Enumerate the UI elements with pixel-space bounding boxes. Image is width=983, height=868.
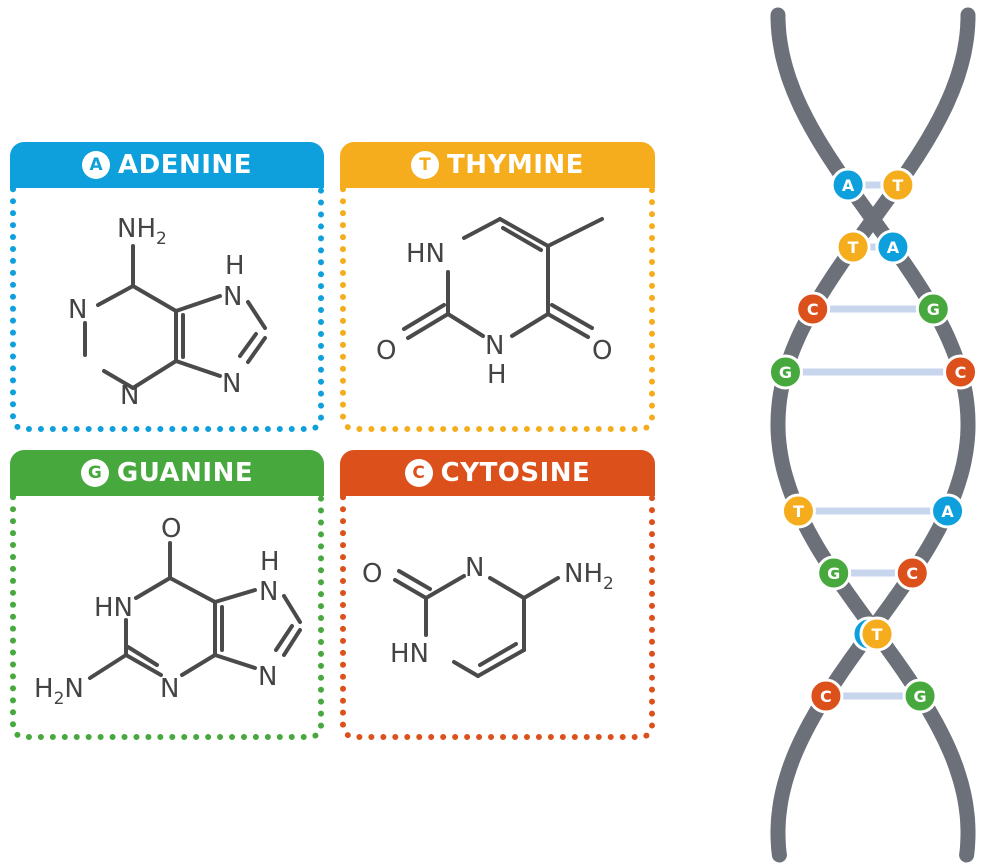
base-nodes: ATTACGGCTAGCATCG [767, 167, 979, 714]
base-node-letter: T [892, 176, 903, 195]
adenine-n-right-label: N [223, 282, 242, 312]
thymine-card: T THYMINE HN O N H O [340, 142, 655, 432]
base-node-letter: G [927, 300, 940, 319]
base-node: G [915, 291, 951, 327]
dna-strand-right [770, 7, 976, 863]
cytosine-structure: O N NH2 HN [362, 553, 614, 678]
base-node: G [767, 354, 803, 390]
base-node-circle [795, 291, 831, 327]
adenine-title: ADENINE [118, 150, 252, 180]
base-node-circle [915, 291, 951, 327]
thymine-hn-label: HN [406, 239, 445, 269]
base-node-letter: T [848, 238, 859, 257]
base-node-circle [902, 678, 938, 714]
base-node-circle [859, 616, 895, 652]
thymine-h-bottom-label: H [487, 360, 507, 390]
adenine-h-label: H [225, 251, 245, 281]
base-node: T [780, 493, 816, 529]
base-node: C [894, 555, 930, 591]
dna-strand-left [770, 7, 976, 863]
adenine-n-bottom-label: N [120, 381, 139, 411]
thymine-n-bottom-label: N [485, 331, 504, 361]
base-node-letter: T [793, 502, 804, 521]
base-node-circle [808, 678, 844, 714]
base-node-letter: G [779, 363, 792, 382]
thymine-header: T THYMINE [340, 142, 655, 188]
cytosine-o-label: O [362, 559, 382, 589]
base-node: A [930, 493, 966, 529]
cytosine-nh2-label: NH2 [564, 559, 614, 594]
base-node: C [795, 291, 831, 327]
base-node-circle [767, 354, 803, 390]
base-node: T [859, 616, 895, 652]
adenine-letter-badge: A [82, 151, 111, 179]
thymine-dotted-frame [340, 188, 655, 432]
base-node-circle [880, 167, 916, 203]
thymine-o-right-label: O [592, 336, 612, 366]
guanine-hn-label: HN [94, 593, 133, 623]
guanine-header: G GUANINE [10, 450, 324, 496]
base-node-letter: G [827, 564, 840, 583]
adenine-nh2-label: NH2 [117, 214, 167, 249]
base-node-circle [930, 493, 966, 529]
base-node: G [816, 555, 852, 591]
base-node-letter: A [887, 238, 900, 257]
base-node: T [880, 167, 916, 203]
base-node: G [902, 678, 938, 714]
adenine-header: A ADENINE [10, 142, 324, 188]
base-node-letter: T [872, 625, 883, 644]
guanine-title: GUANINE [116, 458, 254, 488]
base-node: C [943, 354, 979, 390]
base-node-letter: C [807, 300, 819, 319]
base-node: T [835, 229, 871, 265]
base-node-letter: C [955, 363, 967, 382]
cytosine-title: CYTOSINE [440, 458, 591, 488]
adenine-card: A ADENINE NH2 H N N N N [10, 142, 324, 432]
thymine-title: THYMINE [447, 150, 584, 180]
cytosine-dotted-frame [340, 496, 655, 740]
guanine-letter-badge: G [80, 459, 109, 487]
base-node-letter: A [941, 502, 954, 521]
guanine-o-top-label: O [161, 514, 181, 544]
base-node-circle [830, 167, 866, 203]
adenine-dotted-frame [10, 188, 324, 432]
cytosine-hn-label: HN [390, 639, 429, 669]
guanine-h2n-label: H2N [34, 674, 84, 709]
adenine-n-left-label: N [68, 295, 87, 325]
guanine-card: G GUANINE O H N HN H2N N N [10, 450, 324, 740]
guanine-n-bottom-label: N [160, 674, 179, 704]
base-node-circle [943, 354, 979, 390]
thymine-o-left-label: O [376, 336, 396, 366]
base-node-circle [816, 555, 852, 591]
guanine-dotted-frame [10, 496, 324, 740]
guanine-h-label: H [260, 547, 280, 577]
cytosine-card: C CYTOSINE O N NH2 HN [340, 450, 655, 740]
base-node-circle [894, 555, 930, 591]
adenine-n-bottom-right-label: N [222, 369, 241, 399]
base-node-circle [875, 229, 911, 265]
base-node-letter: A [842, 176, 855, 195]
thymine-letter-badge: T [411, 151, 440, 179]
base-node-letter: C [906, 564, 918, 583]
base-node-circle [780, 493, 816, 529]
base-node-circle [835, 229, 871, 265]
cytosine-header: C CYTOSINE [340, 450, 655, 496]
guanine-structure: O H N HN H2N N N [34, 514, 302, 709]
base-node-letter: C [820, 687, 832, 706]
guanine-n-bottom-right-label: N [258, 662, 277, 692]
base-node: C [808, 678, 844, 714]
base-node: A [830, 167, 866, 203]
guanine-n-right-label: N [259, 577, 278, 607]
base-node: A [875, 229, 911, 265]
base-node-letter: G [914, 687, 927, 706]
adenine-structure: NH2 H N N N N [68, 214, 267, 411]
cytosine-n-top-label: N [465, 553, 484, 583]
thymine-structure: HN O N H O [376, 217, 612, 390]
cytosine-letter-badge: C [404, 459, 433, 487]
